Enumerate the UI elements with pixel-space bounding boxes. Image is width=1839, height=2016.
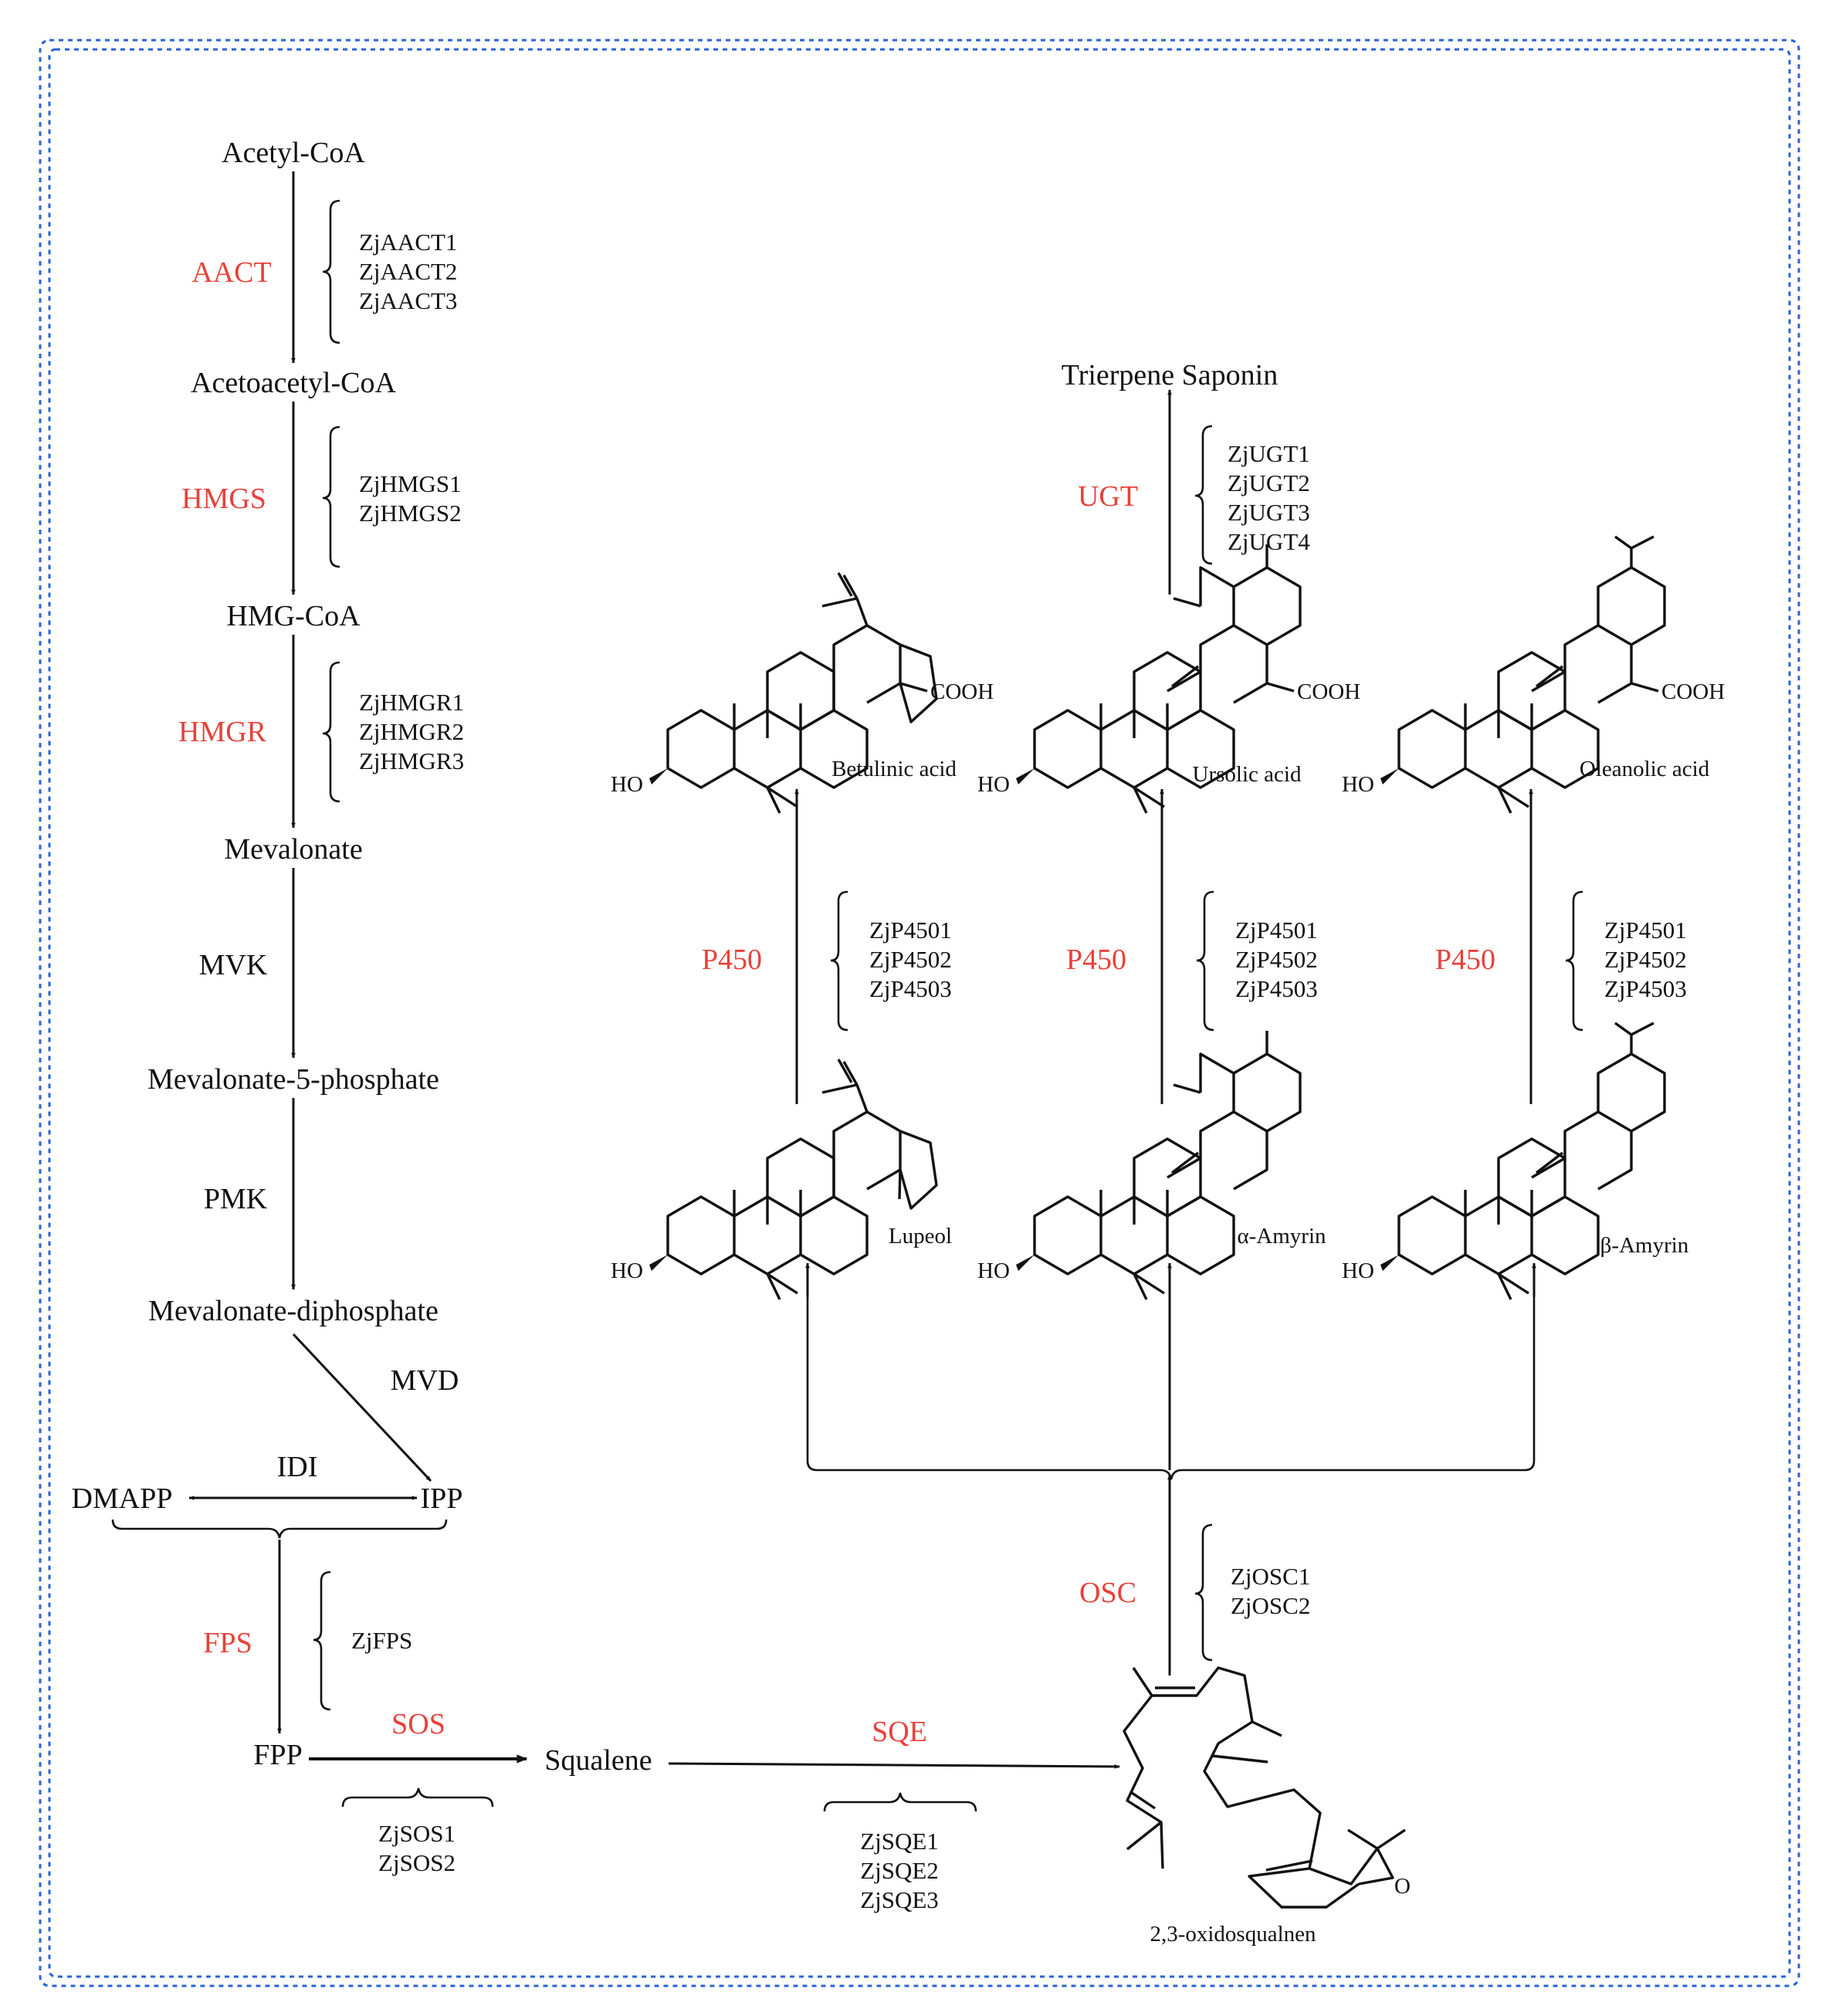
oleanolic-cooh: COOH <box>1661 679 1725 704</box>
inner-border <box>48 48 1791 1978</box>
squalene-label: Squalene <box>544 1744 652 1777</box>
gene-zjaact2: ZjAACT2 <box>359 258 457 285</box>
gene-zjugt3: ZjUGT3 <box>1228 499 1310 526</box>
enzyme-mvd: MVD <box>391 1364 459 1397</box>
dmapp-label: DMAPP <box>72 1482 173 1515</box>
gene-zjugt4: ZjUGT4 <box>1228 528 1310 555</box>
enzyme-sos: SOS <box>391 1708 445 1740</box>
arrow-mdp-to-ipp <box>292 1333 432 1482</box>
alpha-amyrin-ho: HO <box>977 1259 1010 1283</box>
enzyme-idi: IDI <box>277 1451 318 1483</box>
brace-p450-1 <box>830 890 848 1032</box>
acetoacetyl-coa-label: Acetoacetyl-CoA <box>191 367 396 399</box>
gene-p450-3a: ZjP4501 <box>1604 917 1687 944</box>
gene-zjugt2: ZjUGT2 <box>1228 469 1310 496</box>
gene-p450-1a: ZjP4501 <box>869 917 952 944</box>
gene-zjsqe2: ZjSQE2 <box>860 1857 939 1884</box>
lupeol-ho: HO <box>611 1259 643 1283</box>
brace-p450-3 <box>1565 890 1583 1032</box>
brace-sos <box>341 1787 494 1808</box>
acetyl-coa-label: Acetyl-CoA <box>222 137 365 169</box>
beta-amyrin-structure: HO <box>1342 1022 1666 1301</box>
gene-zjhmgs2: ZjHMGS2 <box>359 500 462 527</box>
brace-fps <box>313 1570 331 1711</box>
brace-p450-2 <box>1196 890 1214 1032</box>
gene-zjaact1: ZjAACT1 <box>359 229 457 256</box>
ursolic-acid-structure: HO COOH <box>977 544 1360 815</box>
gene-zjosc1: ZjOSC1 <box>1231 1563 1310 1590</box>
enzyme-p450-1: P450 <box>702 944 762 976</box>
branch-connector <box>806 1263 1536 1480</box>
arrow-squalene-to-oxidosqualene <box>668 1762 1120 1769</box>
oxidosqualene-structure: O <box>1123 1666 1411 1909</box>
gene-zjosc2: ZjOSC2 <box>1231 1592 1310 1619</box>
enzyme-pmk: PMK <box>204 1183 268 1215</box>
brace-aact <box>322 199 340 344</box>
gene-p450-2b: ZjP4502 <box>1235 946 1318 973</box>
gene-p450-2c: ZjP4503 <box>1235 975 1318 1002</box>
oleanolic-ho: HO <box>1342 772 1374 797</box>
brace-dmapp-ipp <box>111 1519 448 1539</box>
enzyme-sqe: SQE <box>872 1716 927 1748</box>
lupeol-structure: HO <box>611 1059 938 1301</box>
mevalonate-diphosphate-label: Mevalonate-diphosphate <box>148 1295 439 1327</box>
gene-zjugt1: ZjUGT1 <box>1228 440 1310 467</box>
mevalonate-5-phosphate-label: Mevalonate-5-phosphate <box>147 1063 439 1096</box>
saponin-label: Trierpene Saponin <box>1062 359 1278 391</box>
gene-zjhmgr3: ZjHMGR3 <box>359 747 464 774</box>
enzyme-fps: FPS <box>203 1627 252 1659</box>
betulinic-acid-label: Betulinic acid <box>831 757 957 781</box>
beta-amyrin-label: β-Amyrin <box>1600 1233 1689 1258</box>
enzyme-hmgs: HMGS <box>181 483 266 515</box>
fpp-label: FPP <box>253 1739 302 1771</box>
gene-p450-2a: ZjP4501 <box>1235 917 1318 944</box>
gene-zjsos1: ZjSOS1 <box>378 1820 456 1847</box>
ursolic-acid-label: Ursolic acid <box>1193 762 1302 787</box>
oleanolic-acid-structure: HO COOH <box>1342 535 1725 815</box>
enzyme-aact: AACT <box>191 256 271 289</box>
gene-zjhmgr2: ZjHMGR2 <box>359 718 464 745</box>
brace-sqe <box>823 1792 977 1812</box>
gene-p450-3b: ZjP4502 <box>1604 946 1687 973</box>
alpha-amyrin-structure: HO <box>977 1031 1302 1301</box>
betulinic-ho: HO <box>611 772 643 797</box>
gene-zjhmgs1: ZjHMGS1 <box>359 470 462 497</box>
brace-ugt <box>1194 425 1213 565</box>
lupeol-label: Lupeol <box>889 1224 952 1249</box>
gene-zjhmgr1: ZjHMGR1 <box>359 689 464 716</box>
gene-zjsqe1: ZjSQE1 <box>860 1828 939 1855</box>
enzyme-mvk: MVK <box>199 949 268 981</box>
gene-zjsqe3: ZjSQE3 <box>860 1886 939 1913</box>
gene-zjaact3: ZjAACT3 <box>359 287 457 314</box>
betulinic-acid-structure: HO COOH <box>611 572 994 815</box>
alpha-amyrin-label: α-Amyrin <box>1237 1224 1326 1249</box>
hmg-coa-label: HMG-CoA <box>226 600 361 632</box>
enzyme-p450-2: P450 <box>1066 944 1126 976</box>
betulinic-cooh: COOH <box>930 679 994 704</box>
brace-osc <box>1194 1523 1213 1662</box>
ipp-label: IPP <box>421 1482 463 1515</box>
gene-zjsos2: ZjSOS2 <box>378 1849 456 1876</box>
enzyme-ugt: UGT <box>1078 480 1138 513</box>
gene-p450-1c: ZjP4503 <box>869 975 952 1002</box>
ursolic-cooh: COOH <box>1297 679 1360 704</box>
enzyme-p450-3: P450 <box>1435 944 1495 976</box>
oxidosqualene-label: 2,3-oxidosqualnen <box>1150 1922 1316 1947</box>
brace-hmgr <box>322 661 340 803</box>
enzyme-osc: OSC <box>1079 1577 1136 1609</box>
oleanolic-acid-label: Oleanolic acid <box>1580 757 1710 781</box>
ursolic-ho: HO <box>977 772 1010 797</box>
brace-hmgs <box>322 425 340 568</box>
outer-border <box>39 39 1800 1987</box>
beta-amyrin-ho: HO <box>1342 1259 1374 1283</box>
gene-p450-1b: ZjP4502 <box>869 946 952 973</box>
epoxide-o: O <box>1394 1874 1411 1899</box>
gene-zjfps: ZjFPS <box>351 1627 412 1654</box>
gene-p450-3c: ZjP4503 <box>1604 975 1687 1002</box>
enzyme-hmgr: HMGR <box>178 716 267 748</box>
mevalonate-label: Mevalonate <box>224 833 362 866</box>
